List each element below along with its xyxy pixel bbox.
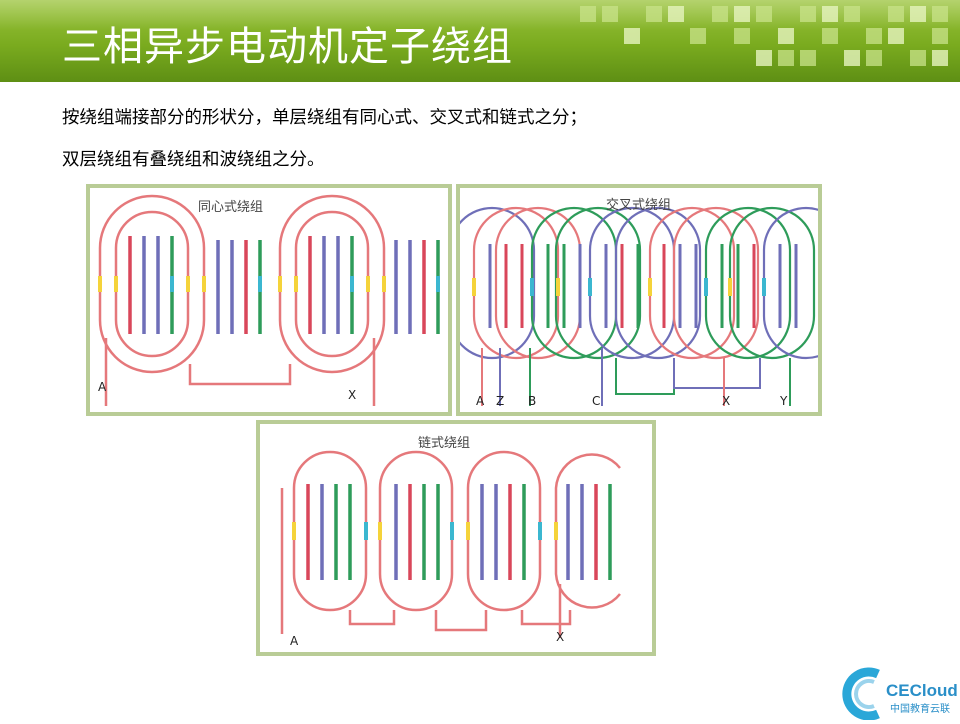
concentric-winding-label: 同心式绕组 [198,200,264,215]
terminal-label: Y [780,394,788,408]
concentric-winding-figure: 同心式绕组 A X [86,184,452,416]
terminal-label: X [556,630,565,644]
svg-text:CECloud: CECloud [886,681,958,700]
terminal-label: A [476,394,485,408]
body-paragraph-1: 按绕组端接部分的形状分，单层绕组有同心式、交叉式和链式之分； [62,108,587,128]
svg-text:中国教育云联: 中国教育云联 [890,702,950,715]
terminal-label: C [592,394,601,408]
terminal-label: X [722,394,731,408]
terminal-label: X [348,388,357,402]
body-paragraph-2: 双层绕组有叠绕组和波绕组之分。 [62,150,325,170]
cecloud-logo: CECloud 中国教育云联 [838,664,960,721]
header-bar: 三相异步电动机定子绕组 [0,0,960,82]
concentric-winding-diagram [98,194,440,406]
terminal-label: Z [496,394,505,408]
terminal-label: B [528,394,537,408]
chain-winding-diagram [280,450,621,638]
chain-winding-label: 链式绕组 [418,436,471,451]
cross-winding-label: 交叉式绕组 [606,198,672,213]
chain-winding-figure: 链式绕组 A X [256,420,656,656]
cecloud-logo-mark: CECloud 中国教育云联 [842,667,958,721]
slide-title: 三相异步电动机定子绕组 [62,24,513,70]
header-decoration [580,6,948,66]
terminal-label: A [98,380,107,394]
cross-winding-figure: 交叉式绕组 A Z B C X Y [456,184,822,416]
cross-winding-diagram [460,206,818,406]
terminal-label: A [290,634,299,648]
